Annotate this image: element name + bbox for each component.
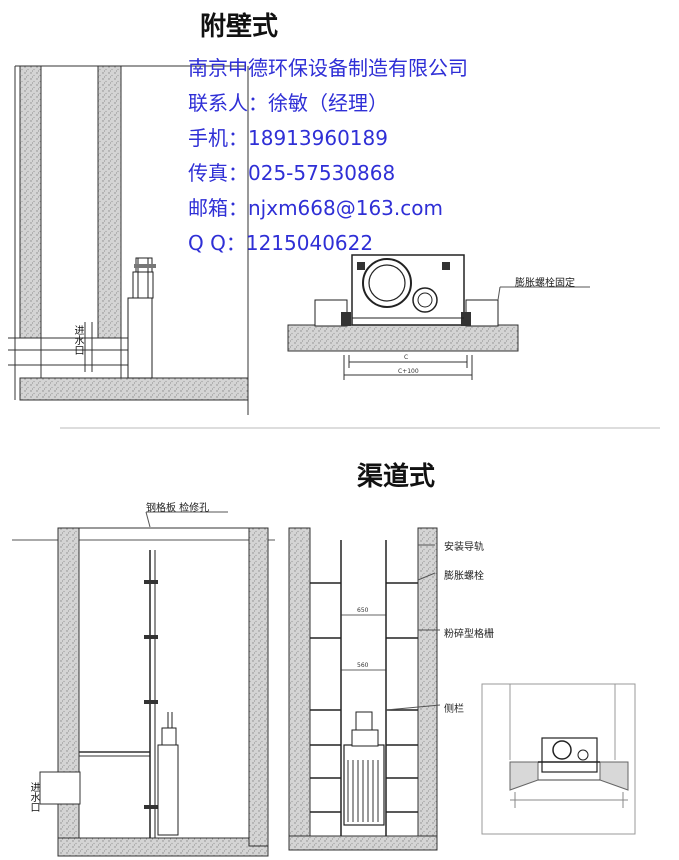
contact-person: 联系人：徐敏（经理） — [188, 91, 388, 115]
expansion-bolt-fixed-label: 膨胀螺栓固定 — [515, 278, 575, 289]
phone-number: 手机：18913960189 — [188, 126, 388, 150]
email-address: 邮箱：njxm668@163.com — [188, 196, 443, 220]
channel-type-elevation — [12, 427, 660, 857]
steel-grating-label: 钢格板 检修孔 — [146, 503, 210, 514]
dimension-c: C — [404, 354, 409, 361]
expansion-bolt-label: 膨胀螺栓 — [444, 571, 484, 582]
side-rail-label: 侧栏 — [444, 704, 464, 715]
channel-type-title: 渠道式 — [357, 462, 436, 492]
dimension-560: 560 — [357, 662, 369, 669]
inlet-label-bottom: 进水口 — [28, 782, 39, 812]
wall-type-title: 附壁式 — [200, 12, 279, 42]
inlet-label-top: 进水口 — [72, 325, 83, 355]
grinder-screen-label: 粉碎型格栅 — [444, 629, 494, 640]
dimension-650: 650 — [357, 607, 369, 614]
fax-number: 传真：025-57530868 — [188, 161, 396, 185]
dimension-c-plus-100: C+100 — [398, 368, 419, 375]
wall-type-elevation — [8, 65, 249, 415]
side-rail-plan — [481, 683, 636, 835]
install-rail-label: 安装导轨 — [444, 542, 484, 553]
channel-type-section — [288, 527, 441, 851]
wall-type-section — [287, 254, 590, 380]
company-name: 南京中德环保设备制造有限公司 — [188, 56, 468, 80]
qq-number: Q Q：1215040622 — [188, 231, 374, 255]
